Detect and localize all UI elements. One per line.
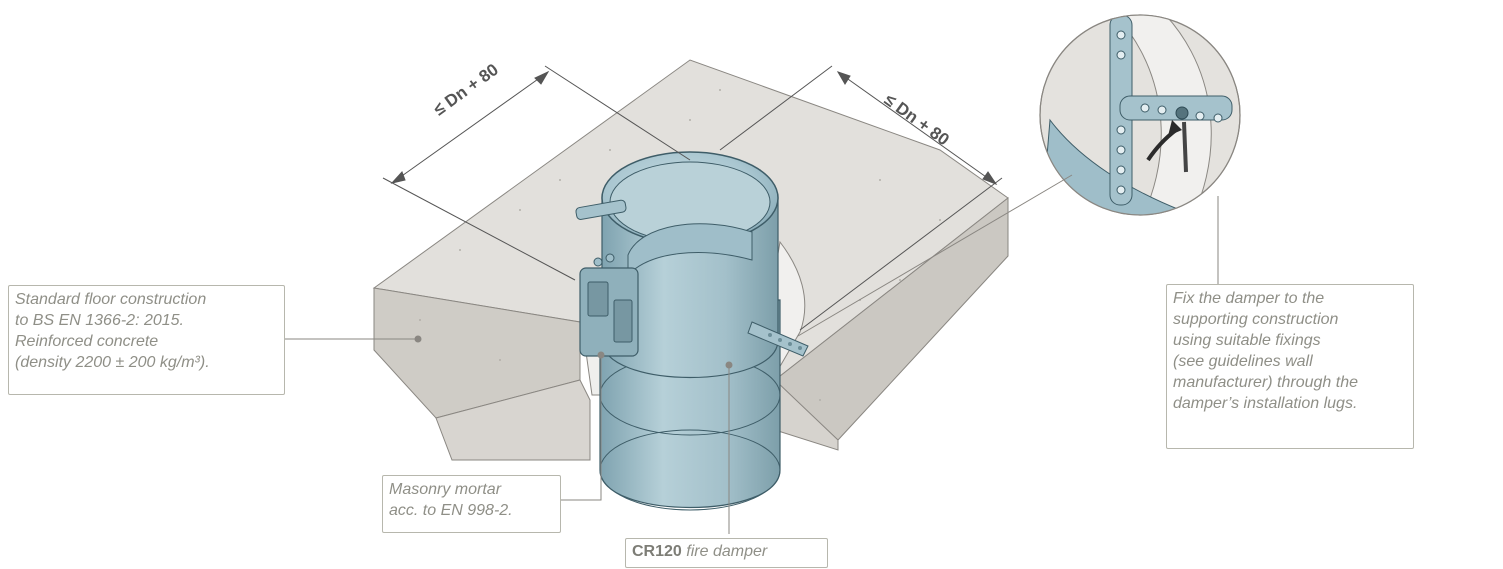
fire-damper [575, 151, 809, 511]
damper-model: CR120 [632, 543, 682, 560]
floor-callout-line: Reinforced concrete [15, 333, 159, 350]
mortar-callout: Masonry mortar acc. to EN 998-2. [382, 475, 561, 533]
floor-callout-line: (density 2200 ± 200 kg/m³). [15, 354, 210, 371]
fixing-callout-line: supporting construction [1173, 311, 1339, 328]
installation-lug-left [575, 199, 627, 220]
installation-lug-right [747, 321, 809, 357]
mortar-callout-line: Masonry mortar [389, 481, 502, 498]
fixing-callout-line: (see guidelines wall [1173, 353, 1313, 370]
damper-blade [627, 223, 753, 277]
mortar-callout-line: acc. to EN 998-2. [389, 502, 513, 519]
fixing-callout-line: using suitable fixings [1173, 332, 1321, 349]
fixing-callout-line: manufacturer) through the [1173, 374, 1358, 391]
leader-lines [284, 196, 1219, 534]
dimension-lines [382, 65, 1003, 331]
floor-construction-callout: Standard floor construction to BS EN 136… [8, 285, 285, 395]
slab-left-side-face [435, 379, 591, 461]
damper-callout: CR120 fire damper [625, 538, 828, 568]
damper-description: fire damper [686, 543, 768, 560]
floor-callout-line: Standard floor construction [15, 291, 207, 308]
floor-callout-line: to BS EN 1366-2: 2015. [15, 312, 184, 329]
fixing-callout: Fix the damper to the supporting constru… [1166, 284, 1414, 449]
fixing-callout-line: damper’s installation lugs. [1173, 395, 1358, 412]
fixing-callout-line: Fix the damper to the [1173, 290, 1325, 307]
